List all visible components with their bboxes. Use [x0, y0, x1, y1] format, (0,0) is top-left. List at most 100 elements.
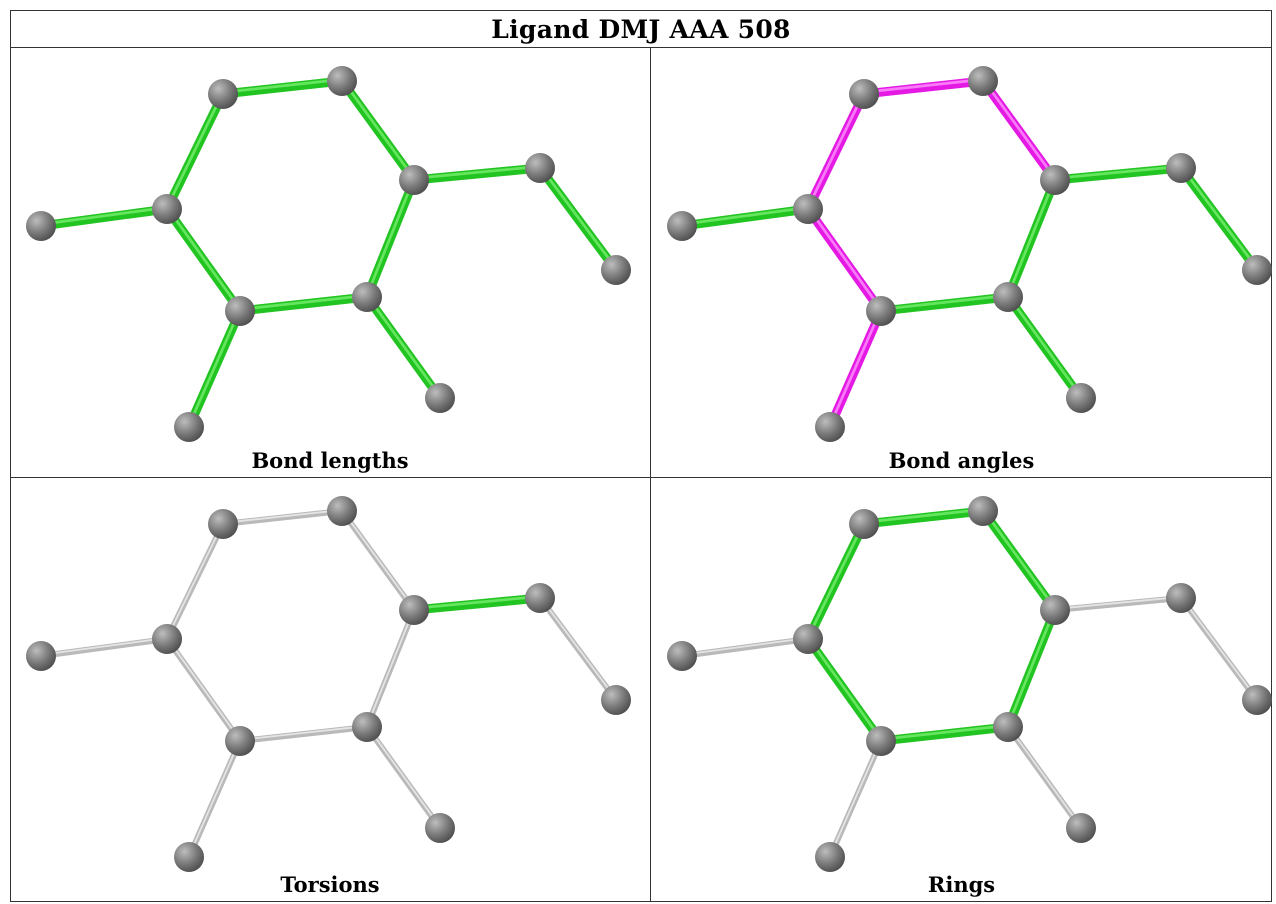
bond-a3-a4 — [364, 607, 417, 730]
bond-a3-a4 — [1003, 175, 1060, 302]
atom-a9 — [425, 813, 455, 843]
atom-a9 — [425, 383, 455, 413]
atom-a3 — [1040, 595, 1070, 625]
atom-a3 — [399, 165, 429, 195]
row-divider — [10, 477, 1272, 478]
panel-torsions: Torsions — [10, 478, 650, 902]
panel-bond-lengths: Bond lengths — [10, 48, 650, 477]
atom-a5 — [225, 726, 255, 756]
bonds-group — [38, 508, 619, 860]
atoms-group — [667, 496, 1272, 872]
atom-a1 — [849, 79, 879, 109]
atom-a4 — [993, 282, 1023, 312]
bond-a6-a1 — [803, 519, 869, 644]
bond-a3-a10 — [409, 593, 545, 615]
atom-a1 — [208, 79, 238, 109]
atom-a8 — [174, 412, 204, 442]
atom-a9 — [1066, 383, 1096, 413]
bond-a6-a7 — [679, 636, 811, 659]
atom-a11 — [1242, 255, 1272, 285]
atom-a5 — [225, 296, 255, 326]
caption-bond-angles: Bond angles — [888, 448, 1035, 473]
bond-a10-a11 — [535, 163, 621, 275]
atom-a11 — [601, 685, 631, 715]
atom-a6 — [793, 624, 823, 654]
bond-a5-a8 — [825, 306, 886, 432]
atom-a11 — [1242, 685, 1272, 715]
atom-a2 — [327, 496, 357, 526]
title-divider — [10, 47, 1272, 48]
bond-a5-a6 — [803, 204, 886, 316]
atom-a4 — [352, 712, 382, 742]
atom-a7 — [667, 641, 697, 671]
figure-frame — [10, 10, 1272, 902]
atom-a8 — [815, 412, 845, 442]
atoms-group — [26, 496, 631, 872]
bond-a6-a7 — [36, 204, 172, 231]
atom-a10 — [525, 583, 555, 613]
panel-bond-angles: Bond angles — [651, 48, 1272, 477]
atom-a10 — [1166, 153, 1196, 183]
bond-a4-a9 — [1005, 724, 1084, 831]
atom-a6 — [793, 194, 823, 224]
bond-a1-a2 — [859, 506, 988, 529]
bond-a1-a2 — [218, 76, 347, 99]
bond-a4-a9 — [362, 292, 445, 403]
atoms-group — [26, 66, 631, 442]
bond-a3-a10 — [1052, 595, 1184, 613]
column-divider — [650, 47, 651, 902]
bonds-group — [36, 76, 621, 432]
atom-a6 — [152, 194, 182, 224]
atom-a5 — [866, 726, 896, 756]
bond-a4-a5 — [876, 292, 1013, 316]
panel-rings: Rings — [651, 478, 1272, 902]
bond-a5-a6 — [162, 204, 245, 316]
atom-a7 — [26, 211, 56, 241]
atom-a8 — [815, 842, 845, 872]
bond-a4-a9 — [1003, 292, 1086, 403]
bond-a2-a3 — [978, 76, 1060, 185]
bond-a3-a10 — [1050, 163, 1186, 185]
atom-a1 — [208, 509, 238, 539]
bond-a10-a11 — [537, 595, 619, 703]
molecule-torsions — [26, 496, 631, 872]
atom-a2 — [968, 496, 998, 526]
bond-a1-a2 — [859, 76, 988, 99]
caption-bond-lengths: Bond lengths — [251, 448, 409, 473]
bond-a4-a5 — [235, 292, 372, 316]
bonds-group — [677, 76, 1262, 432]
bond-a5-a8 — [184, 306, 245, 432]
atom-a9 — [1066, 813, 1096, 843]
atom-a2 — [968, 66, 998, 96]
atom-a10 — [1166, 583, 1196, 613]
atom-a3 — [399, 595, 429, 625]
bond-a6-a7 — [38, 636, 170, 659]
figure-title: Ligand DMJ AAA 508 — [491, 14, 791, 44]
atom-a4 — [993, 712, 1023, 742]
bond-a6-a1 — [803, 89, 869, 214]
atom-a7 — [26, 641, 56, 671]
atom-a2 — [327, 66, 357, 96]
bond-a3-a10 — [409, 163, 545, 185]
bond-a4-a5 — [876, 722, 1013, 746]
bond-a5-a6 — [803, 634, 886, 746]
bond-a5-a8 — [827, 738, 884, 860]
bond-a2-a3 — [339, 508, 417, 613]
bond-a1-a2 — [220, 508, 345, 527]
bond-a3-a4 — [362, 175, 419, 302]
bond-a3-a4 — [1003, 605, 1060, 732]
bond-a5-a8 — [186, 738, 243, 860]
bond-a2-a3 — [978, 506, 1060, 615]
molecule-bond-lengths — [26, 66, 631, 442]
atoms-group — [667, 66, 1272, 442]
bond-a10-a11 — [1178, 595, 1260, 703]
bond-a5-a6 — [164, 636, 243, 744]
caption-rings: Rings — [927, 872, 996, 897]
atom-a7 — [667, 211, 697, 241]
bond-a6-a1 — [164, 521, 226, 642]
atom-a5 — [866, 296, 896, 326]
bond-a6-a1 — [162, 89, 228, 214]
bond-a2-a3 — [337, 76, 419, 185]
atom-a4 — [352, 282, 382, 312]
atom-a1 — [849, 509, 879, 539]
